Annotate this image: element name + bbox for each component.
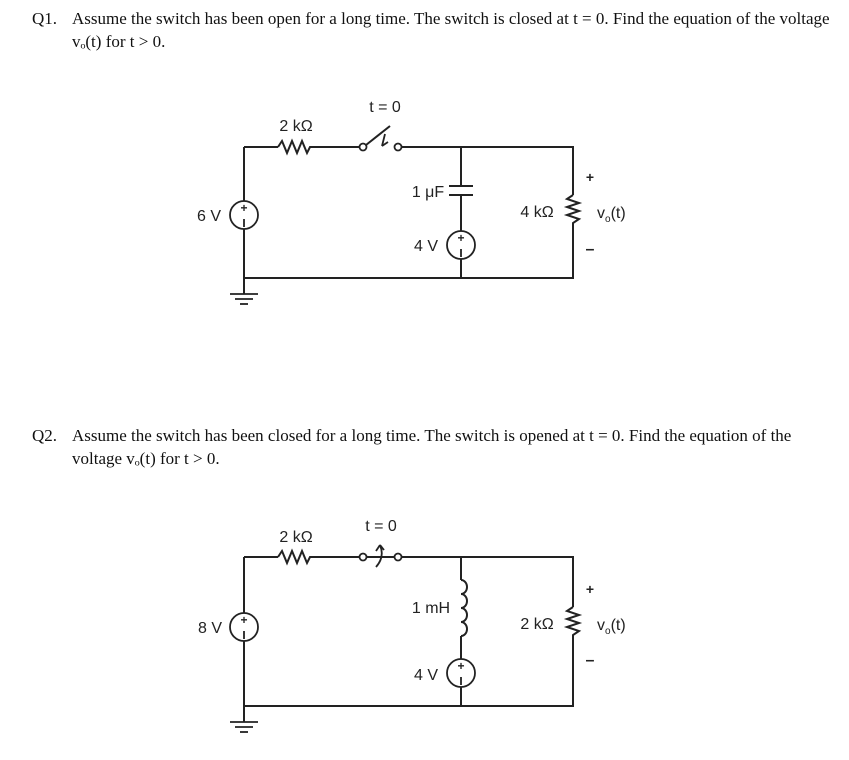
circuit-2-source-4v: + xyxy=(446,658,476,688)
circuit-2-vo-plus: + xyxy=(586,581,594,597)
svg-text:+: + xyxy=(457,659,464,673)
circuit-2: + 8 V 2 kΩ t = 0 1 mH + xyxy=(198,518,626,733)
circuit-1-source-label: 6 V xyxy=(197,208,221,225)
circuit-1-switch-label: t = 0 xyxy=(369,99,401,116)
circuit-1-source2-label: 4 V xyxy=(414,238,438,255)
circuit-2-vo-minus: – xyxy=(586,652,595,669)
circuit-2-resistor-2k-load xyxy=(563,606,583,638)
circuit-1-ground-icon xyxy=(230,293,258,305)
svg-text:+: + xyxy=(457,231,464,245)
circuit-2-inductor-label: 1 mH xyxy=(412,600,450,617)
circuit-2-resistor-label: 2 kΩ xyxy=(279,529,312,546)
circuit-1-resistor2-label: 4 kΩ xyxy=(520,204,553,221)
circuit-1-resistor-4k xyxy=(563,194,583,226)
question-1-number: Q1. xyxy=(32,9,58,28)
svg-text:+: + xyxy=(240,613,247,627)
circuit-2-inductor-1mh xyxy=(460,579,468,637)
circuit-2-switch-opening-icon xyxy=(358,544,403,568)
question-2-text: Assume the switch has been closed for a … xyxy=(72,426,792,468)
circuit-1-capacitor-1uf xyxy=(449,185,473,196)
circuit-2-source-label: 8 V xyxy=(198,620,222,637)
circuit-1-source-6v: + xyxy=(229,200,259,230)
circuit-1-source-4v: + xyxy=(446,230,476,260)
circuit-1-vo-label: vo(t) xyxy=(597,205,626,225)
circuit-1-resistor-2k xyxy=(277,138,313,156)
circuit-2-resistor-2k xyxy=(277,548,313,566)
circuit-1-resistor-label: 2 kΩ xyxy=(279,118,312,135)
circuit-2-source2-label: 4 V xyxy=(414,667,438,684)
circuit-1-capacitor-label: 1 μF xyxy=(412,184,445,201)
circuit-1-vo-plus: + xyxy=(586,169,594,185)
circuit-2-resistor2-label: 2 kΩ xyxy=(520,616,553,633)
circuit-1-switch-closing-icon xyxy=(358,125,403,152)
svg-text:+: + xyxy=(240,201,247,215)
circuit-2-vo-label: vo(t) xyxy=(597,617,626,637)
circuit-2-switch-label: t = 0 xyxy=(365,518,397,535)
circuit-2-source-8v: + xyxy=(229,612,259,642)
circuit-1-vo-minus: – xyxy=(586,241,595,258)
circuit-1: + 6 V 2 kΩ t = 0 1 μF + xyxy=(197,99,626,305)
circuit-1-wires xyxy=(243,146,574,294)
question-2-number: Q2. xyxy=(32,426,58,445)
circuit-2-ground-icon xyxy=(230,721,258,733)
circuit-2-wires xyxy=(243,556,574,722)
question-1-text: Assume the switch has been open for a lo… xyxy=(72,9,830,51)
